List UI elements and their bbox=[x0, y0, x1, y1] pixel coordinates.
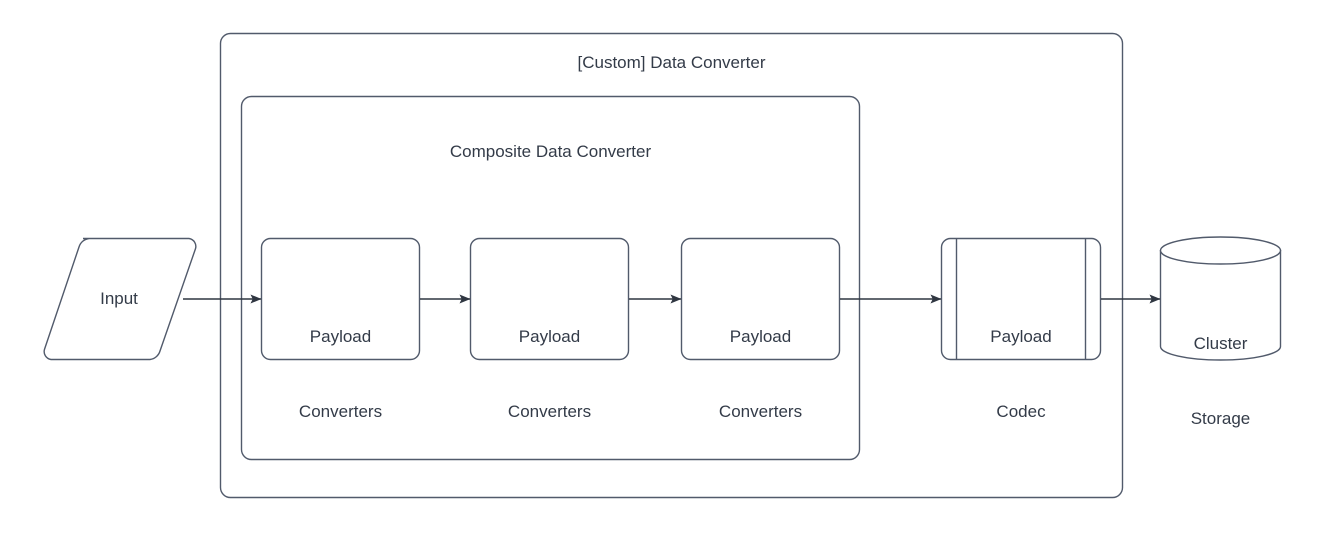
node-payload-codec-shape[interactable] bbox=[940, 237, 1102, 361]
node-cluster-storage-label-line2: Storage bbox=[1190, 409, 1251, 428]
node-payload-converters-3-shape[interactable] bbox=[680, 237, 841, 361]
node-payload-converters-3-label: Payload Converters bbox=[681, 274, 840, 474]
node-payload-converters-3-label-line2: Converters bbox=[718, 402, 803, 421]
node-payload-codec-label-line1: Payload bbox=[990, 327, 1052, 346]
node-input-shape[interactable] bbox=[43, 237, 197, 361]
node-payload-converters-1-shape[interactable] bbox=[260, 237, 421, 361]
node-input-label: Input bbox=[100, 289, 138, 308]
node-payload-codec-label-line2: Codec bbox=[996, 402, 1046, 421]
node-payload-converters-3-label-line1: Payload bbox=[729, 327, 792, 346]
node-payload-converters-2-label: Payload Converters bbox=[470, 274, 629, 474]
node-payload-converters-1-label: Payload Converters bbox=[261, 274, 420, 474]
node-payload-converters-1-label-line1: Payload bbox=[309, 327, 372, 346]
container-composite-data-converter-label: Composite Data Converter bbox=[449, 142, 652, 161]
node-cluster-storage-label: Cluster Storage bbox=[1160, 281, 1281, 481]
container-custom-data-converter-label: [Custom] Data Converter bbox=[577, 53, 766, 72]
node-cluster-storage-shape[interactable] bbox=[1159, 236, 1282, 361]
node-payload-converters-1-label-line2: Converters bbox=[298, 402, 383, 421]
node-payload-codec-label: Payload Codec bbox=[956, 274, 1086, 474]
node-payload-converters-2-label-line1: Payload bbox=[518, 327, 581, 346]
node-cluster-storage-label-line1: Cluster bbox=[1193, 334, 1248, 353]
node-payload-converters-2-label-line2: Converters bbox=[507, 402, 592, 421]
node-payload-converters-2-shape[interactable] bbox=[469, 237, 630, 361]
